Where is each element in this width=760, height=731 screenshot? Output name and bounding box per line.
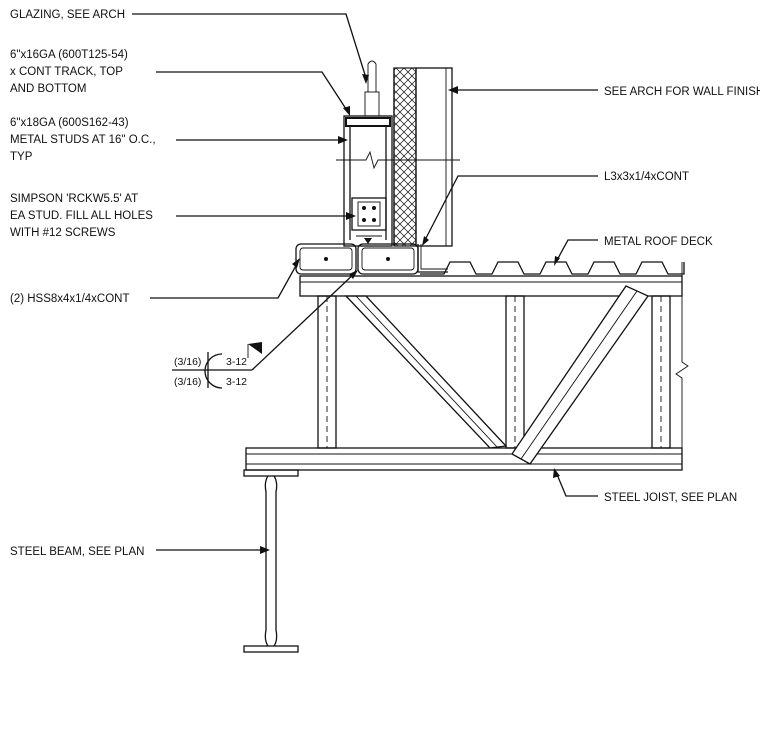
break-line-right	[675, 262, 689, 470]
callout-track: 6"x16GA (600T125-54) x CONT TRACK, TOP A…	[10, 49, 131, 95]
joist-bottom-chord	[245, 447, 683, 471]
wall-insulation-panel	[393, 67, 453, 247]
weld-top-paren: (3/16)	[174, 356, 201, 368]
joist-web-members	[317, 285, 671, 465]
metal-roof-deck	[420, 261, 685, 275]
glazing	[364, 60, 380, 117]
callout-wall-finish: SEE ARCH FOR WALL FINISH	[604, 86, 760, 98]
hss-tube-right	[357, 243, 419, 275]
callout-hss: (2) HSS8x4x1/4xCONT	[10, 293, 130, 305]
callout-simpson: SIMPSON 'RCKW5.5' AT EA STUD. FILL ALL H…	[10, 193, 156, 239]
steel-angle	[417, 244, 448, 273]
callout-glazing: GLAZING, SEE ARCH	[10, 9, 125, 21]
weld-top-size: 3-12	[226, 356, 247, 368]
weld-bottom-paren: (3/16)	[174, 376, 201, 388]
callout-roof-deck: METAL ROOF DECK	[604, 236, 713, 248]
simpson-clip-connector	[351, 197, 387, 244]
callout-studs: 6"x18GA (600S162-43) METAL STUDS AT 16" …	[10, 117, 159, 163]
callout-angle: L3x3x1/4xCONT	[604, 171, 689, 183]
weld-symbol	[172, 270, 358, 389]
callout-beam: STEEL BEAM, SEE PLAN	[10, 546, 144, 558]
hss-tube-left	[295, 243, 357, 275]
callout-joist: STEEL JOIST, SEE PLAN	[604, 492, 737, 504]
metal-stud-and-track	[336, 115, 460, 247]
steel-beam	[243, 469, 299, 653]
leader-lines	[132, 13, 598, 554]
weld-bottom-size: 3-12	[226, 376, 247, 388]
